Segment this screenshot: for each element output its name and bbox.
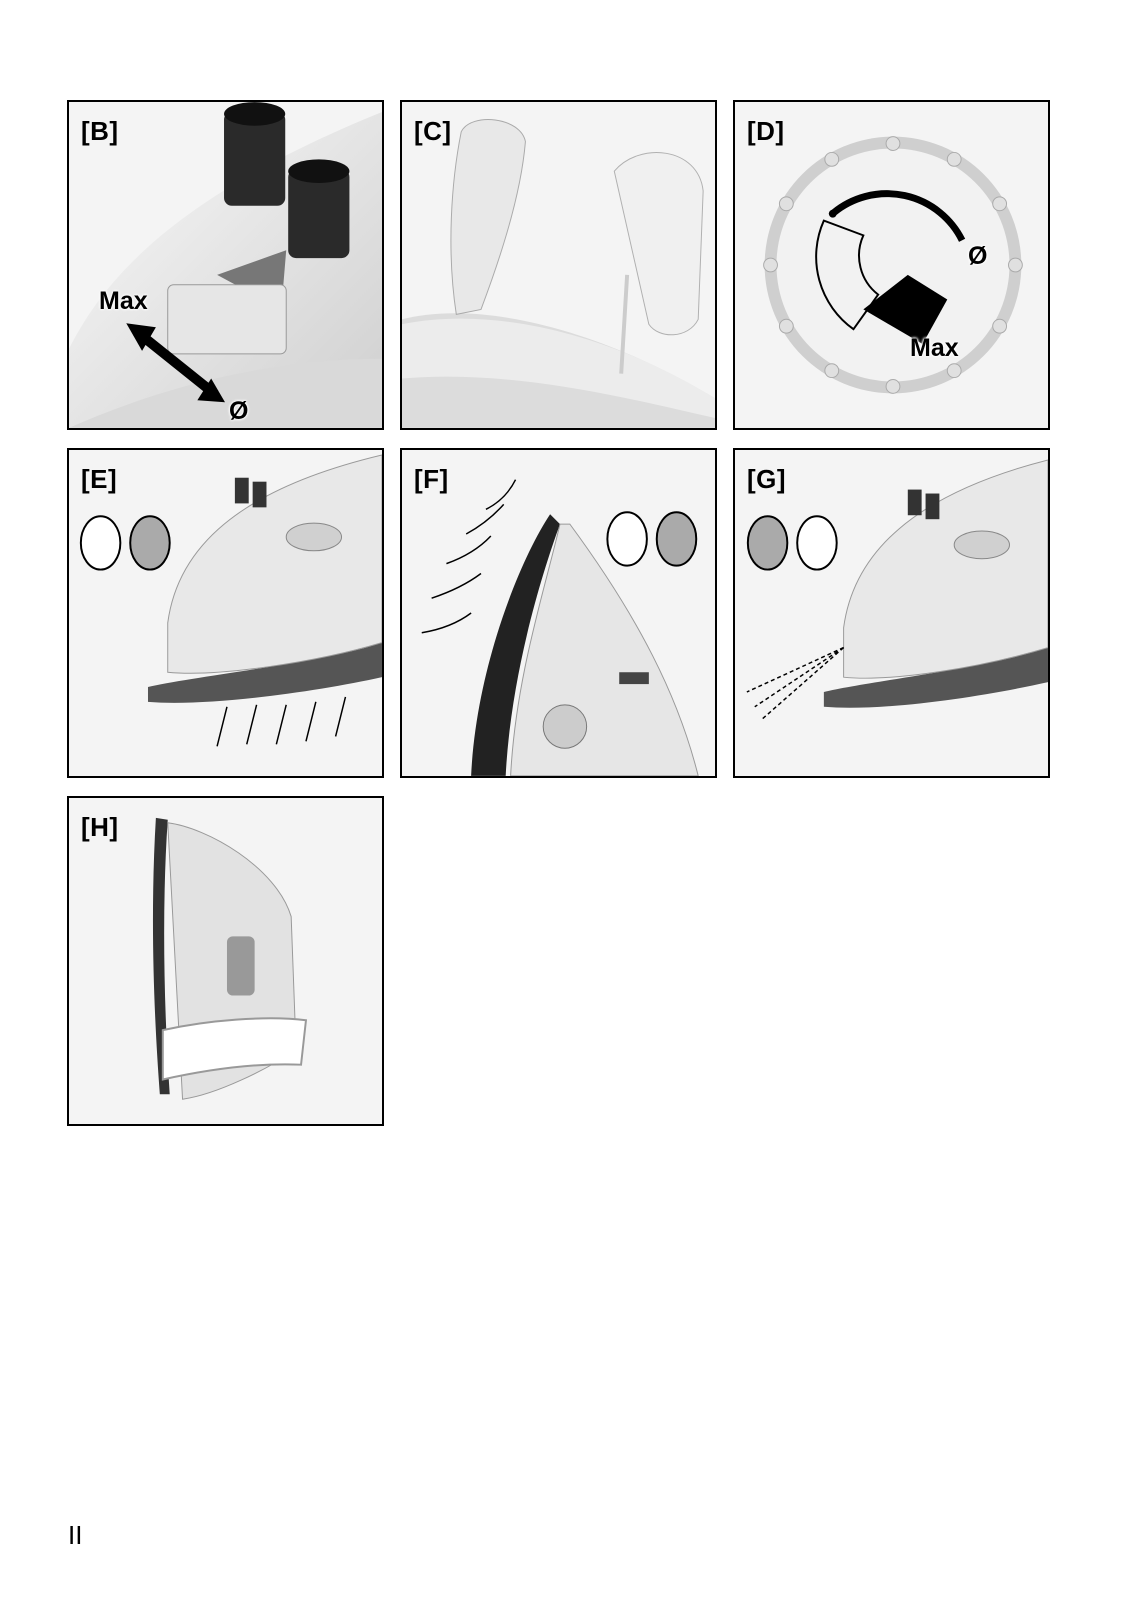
page-number: II — [68, 1520, 82, 1551]
figure-panel-e: [E] — [67, 448, 384, 778]
panel-label: [C] — [414, 116, 452, 147]
zero-label: Ø — [229, 397, 248, 426]
spray-illustration — [735, 450, 1048, 776]
panel-label: [G] — [747, 464, 786, 495]
panel-label: [F] — [414, 464, 449, 495]
steam-control-illustration — [69, 102, 382, 428]
storage-illustration — [69, 798, 382, 1124]
fill-water-illustration — [402, 102, 715, 428]
figure-panel-g: [G] — [733, 448, 1050, 778]
temperature-dial-illustration — [735, 102, 1048, 428]
panel-label: [E] — [81, 464, 117, 495]
figure-panel-h: [H] — [67, 796, 384, 1126]
panel-label: [D] — [747, 116, 785, 147]
figure-panel-c: [C] — [400, 100, 717, 430]
max-label: Max — [910, 334, 959, 363]
panel-label: [H] — [81, 812, 119, 843]
max-label: Max — [99, 287, 148, 316]
figure-panel-d: [D] Ø Max — [733, 100, 1050, 430]
vertical-steam-illustration — [402, 450, 715, 776]
figure-panel-b: [B] Max Ø — [67, 100, 384, 430]
panel-label: [B] — [81, 116, 119, 147]
zero-label: Ø — [968, 242, 987, 271]
figure-panel-f: [F] — [400, 448, 717, 778]
steam-ironing-illustration — [69, 450, 382, 776]
